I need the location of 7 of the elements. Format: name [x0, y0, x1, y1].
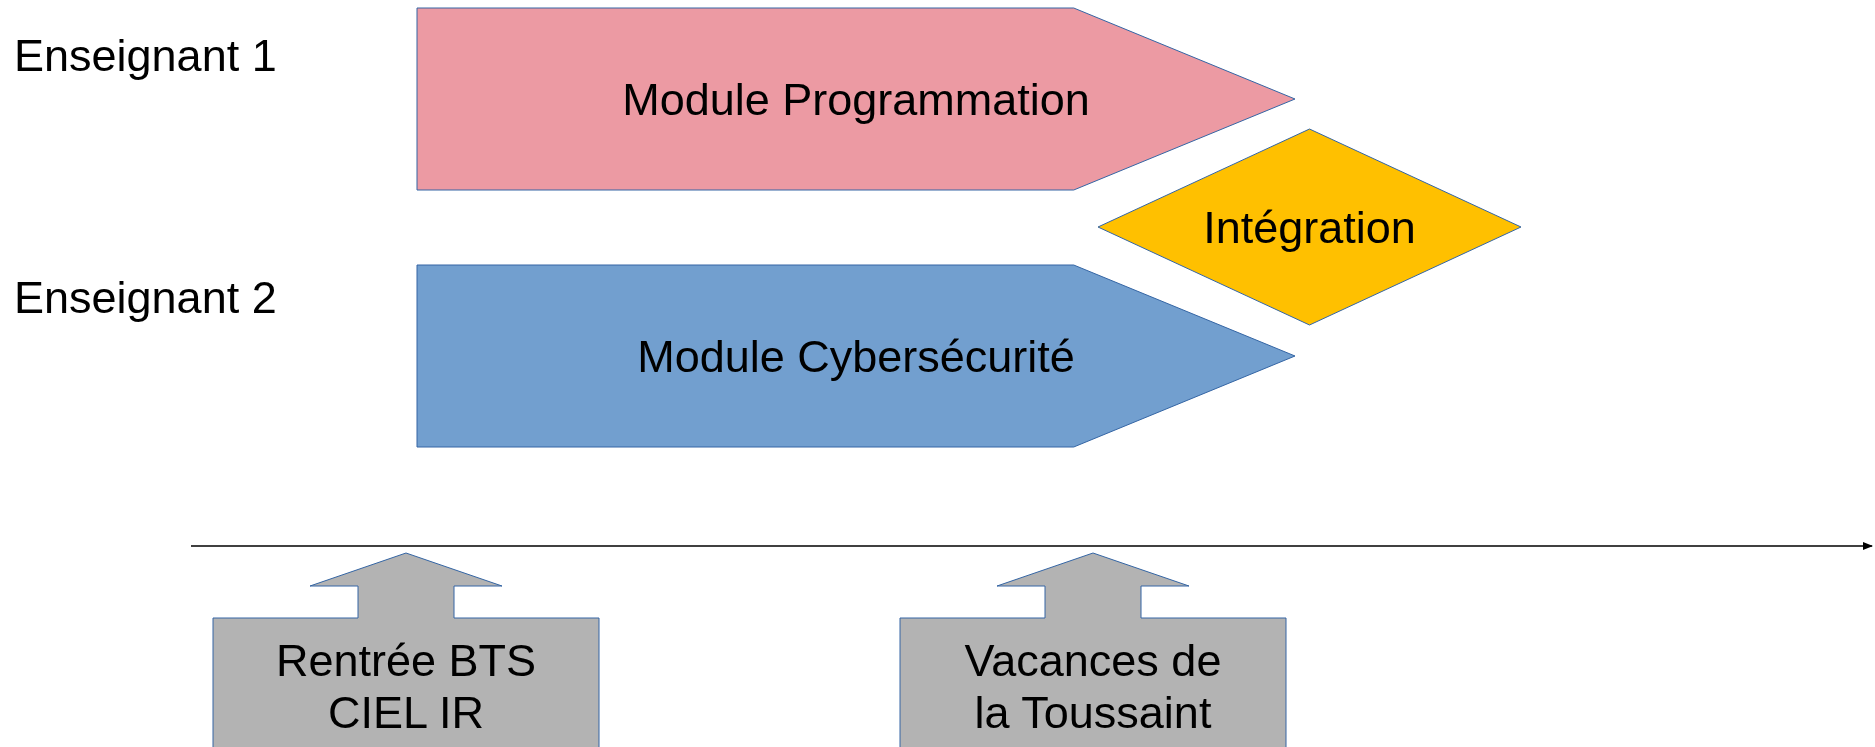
module-label: Module Cybersécurité	[636, 331, 1076, 383]
teacher-label: Enseignant 1	[14, 30, 277, 82]
module-label: Module Programmation	[621, 74, 1091, 126]
event-label: Vacances de la Toussaint	[963, 635, 1223, 739]
teacher-label: Enseignant 2	[14, 272, 277, 324]
event-label: Rentrée BTS CIEL IR	[274, 635, 538, 739]
milestone-label: Intégration	[1202, 202, 1417, 254]
